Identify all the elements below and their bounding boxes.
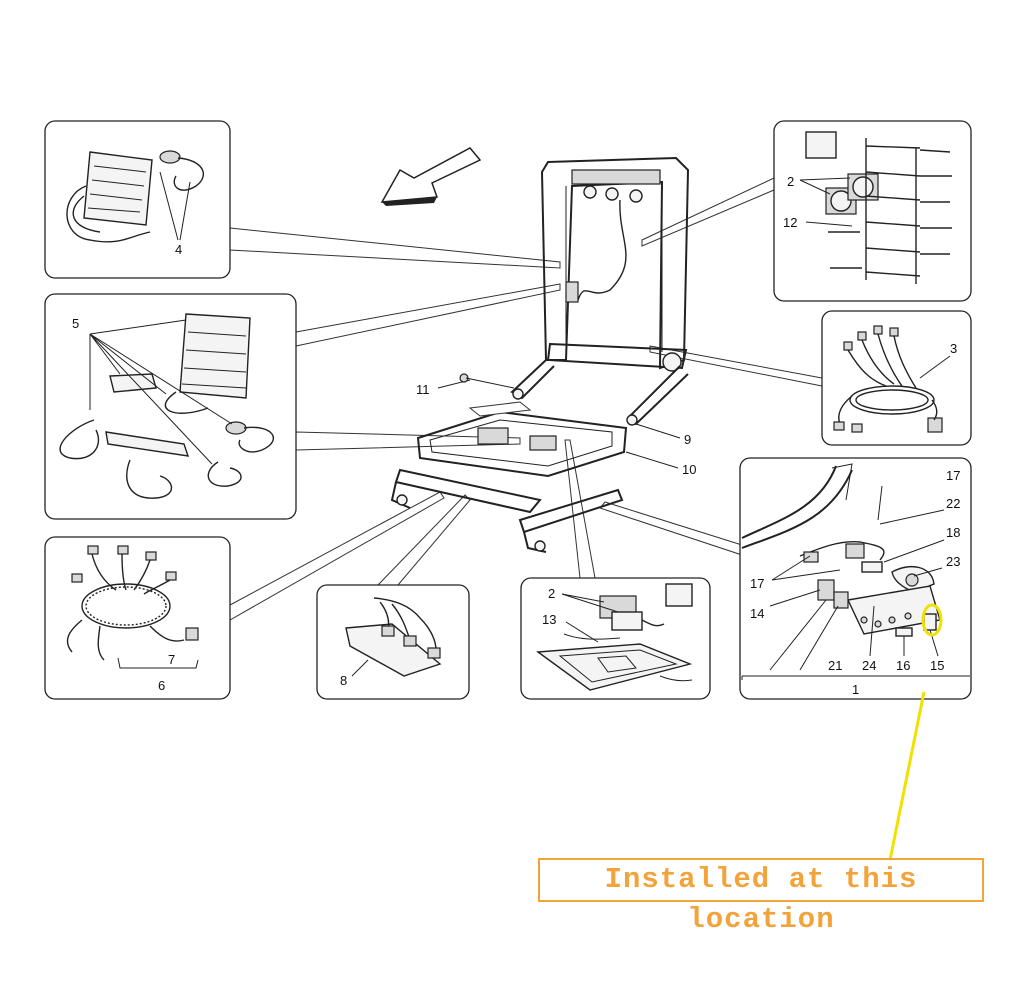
location-highlight [888,603,943,861]
label-1: 1 [852,682,859,697]
installed-location-callout: Installed at this location [538,858,984,936]
label-8: 8 [340,673,347,688]
label-22: 22 [946,496,960,511]
label-14: 14 [750,606,764,621]
label-13: 13 [542,612,556,627]
panel-ventilation [773,120,972,302]
label-17-top: 17 [946,468,960,483]
label-15: 15 [930,658,944,673]
label-2-vent: 2 [787,174,794,189]
panel-harness-3 [821,310,972,446]
panel-wiring-harness [44,536,231,700]
seat-frame [390,156,690,553]
label-17-mid: 17 [750,576,764,591]
label-4: 4 [175,242,182,257]
label-2-pan: 2 [548,586,555,601]
label-21: 21 [828,658,842,673]
leader-lines [229,177,823,621]
label-6: 6 [158,678,165,693]
panel-seat-controls [739,457,972,700]
label-5: 5 [72,316,79,331]
screw-part [437,373,515,389]
panel-cushion-pan [520,577,711,700]
label-12: 12 [783,215,797,230]
label-3: 3 [950,341,957,356]
label-23: 23 [946,554,960,569]
label-16: 16 [896,658,910,673]
label-7: 7 [168,652,175,667]
label-24: 24 [862,658,876,673]
panel-harness-8 [316,584,470,700]
direction-arrow-icon [380,147,482,206]
label-11: 11 [416,382,430,397]
panel-heater-cushion [44,293,297,520]
label-9: 9 [684,432,691,447]
label-10: 10 [682,462,696,477]
label-18: 18 [946,525,960,540]
panel-heater-backrest [44,120,231,279]
